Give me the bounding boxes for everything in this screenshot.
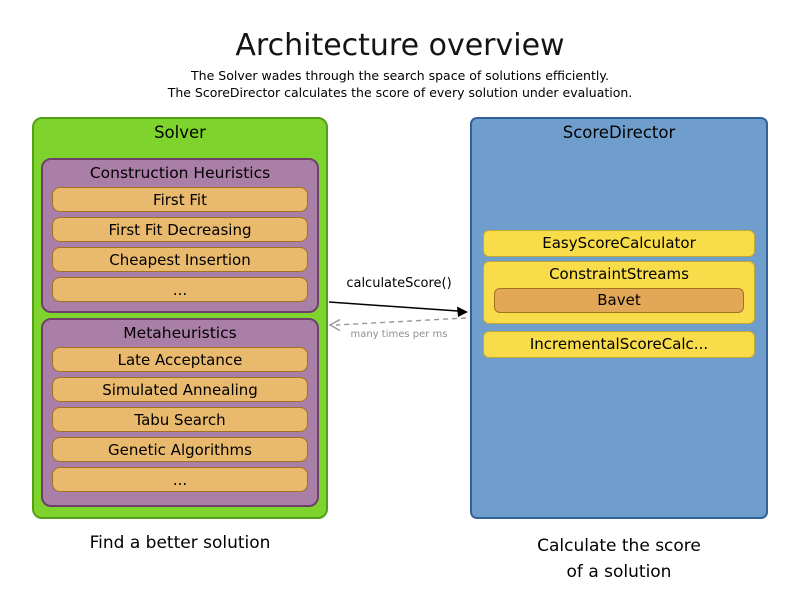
constraint-streams-item: ConstraintStreams Bavet	[483, 261, 755, 324]
score-director-caption: Calculate the score of a solution	[470, 533, 768, 585]
return-arrowhead	[328, 318, 341, 332]
algorithm-item-genetic-algorithms: Genetic Algorithms	[52, 437, 308, 462]
solver-caption: Find a better solution	[89, 533, 271, 553]
metaheuristics-group: Metaheuristics Late Acceptance Simulated…	[41, 318, 319, 507]
constraint-streams-title: ConstraintStreams	[549, 265, 689, 283]
metaheuristics-title: Metaheuristics	[123, 324, 237, 342]
algorithm-item-first-fit: First Fit	[52, 187, 308, 212]
diagram-subtitle-line1: The Solver wades through the search spac…	[191, 68, 609, 83]
score-director-caption-line2: of a solution	[566, 562, 672, 582]
many-times-label: many times per ms	[350, 329, 448, 340]
algorithm-item-mh-ellipsis: ...	[52, 467, 308, 492]
solver-box-title: Solver	[154, 123, 206, 142]
return-arrow-line	[335, 317, 467, 326]
construction-heuristics-group: Construction Heuristics First Fit First …	[41, 158, 319, 313]
solver-box: Solver Construction Heuristics First Fit…	[32, 117, 328, 519]
construction-heuristics-title: Construction Heuristics	[89, 164, 271, 182]
calculate-score-arrow-line	[328, 301, 459, 312]
easy-score-calculator-item: EasyScoreCalculator	[483, 230, 755, 257]
score-director-caption-line1: Calculate the score	[537, 536, 701, 556]
calculate-score-arrowhead	[457, 306, 468, 317]
algorithm-item-cheapest-insertion: Cheapest Insertion	[52, 247, 308, 272]
algorithm-item-tabu-search: Tabu Search	[52, 407, 308, 432]
algorithm-item-simulated-annealing: Simulated Annealing	[52, 377, 308, 402]
diagram-title: Architecture overview	[235, 28, 565, 63]
incremental-score-calculator-item: IncrementalScoreCalc...	[483, 331, 755, 358]
calculate-score-arrows	[328, 301, 468, 332]
diagram-subtitle-line2: The ScoreDirector calculates the score o…	[167, 85, 633, 100]
score-director-box: ScoreDirector EasyScoreCalculator Constr…	[470, 117, 768, 519]
score-director-box-title: ScoreDirector	[562, 123, 676, 142]
algorithm-item-ch-ellipsis: ...	[52, 277, 308, 302]
bavet-item: Bavet	[494, 288, 744, 313]
calculate-score-label: calculateScore()	[346, 276, 452, 291]
algorithm-item-late-acceptance: Late Acceptance	[52, 347, 308, 372]
algorithm-item-first-fit-decreasing: First Fit Decreasing	[52, 217, 308, 242]
